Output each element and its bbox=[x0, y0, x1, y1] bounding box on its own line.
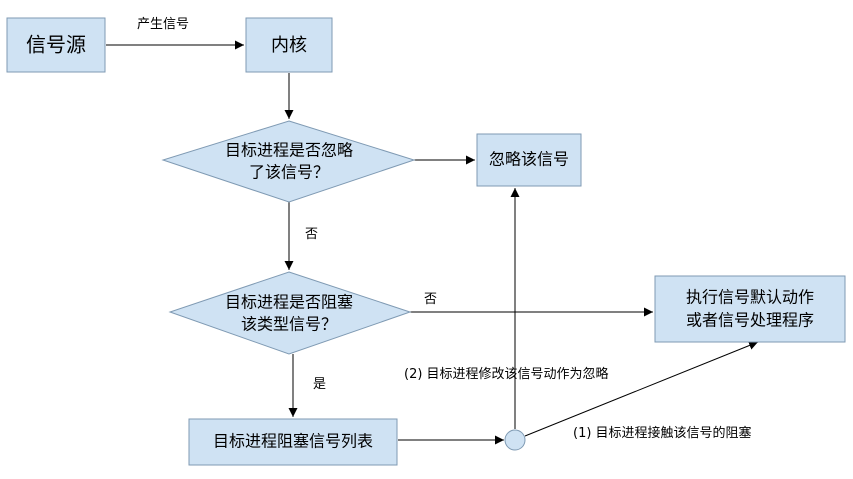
edges bbox=[106, 40, 759, 445]
decision-ignore: 目标进程是否忽略 了该信号？ bbox=[161, 120, 416, 203]
decision-block-line2: 该类型信号？ bbox=[241, 315, 337, 334]
edge-junction-to-default-action bbox=[524, 341, 759, 437]
edge-label-unblock: (1) 目标进程接触该信号的阻塞 bbox=[573, 425, 752, 441]
node-default-action-line1: 执行信号默认动作 bbox=[686, 288, 814, 307]
decision-ignore-line1: 目标进程是否忽略 bbox=[225, 141, 353, 160]
node-ignore-signal-label: 忽略该信号 bbox=[489, 150, 569, 169]
node-kernel-label: 内核 bbox=[271, 35, 307, 56]
decision-block-line1: 目标进程是否阻塞 bbox=[225, 293, 353, 312]
node-ignore-signal: 忽略该信号 bbox=[476, 133, 582, 187]
junction-node bbox=[504, 429, 526, 451]
node-blocked-list: 目标进程阻塞信号列表 bbox=[188, 418, 398, 466]
edge-label-yes: 是 bbox=[313, 377, 326, 392]
node-default-action-line2: 或者信号处理程序 bbox=[686, 311, 814, 330]
decision-block: 目标进程是否阻塞 该类型信号？ bbox=[168, 271, 412, 355]
edge-label-generate-signal: 产生信号 bbox=[137, 17, 189, 32]
node-blocked-list-label: 目标进程阻塞信号列表 bbox=[213, 432, 373, 451]
edge-label-no-2: 否 bbox=[424, 292, 437, 307]
node-default-action: 执行信号默认动作 或者信号处理程序 bbox=[654, 275, 846, 343]
edge-label-modify-to-ignore: (2) 目标进程修改该信号动作为忽略 bbox=[404, 366, 609, 382]
decision-ignore-line2: 了该信号？ bbox=[249, 163, 329, 182]
edge-label-no-1: 否 bbox=[305, 227, 318, 242]
node-signal-source-label: 信号源 bbox=[26, 33, 86, 57]
node-signal-source: 信号源 bbox=[6, 17, 106, 73]
node-kernel: 内核 bbox=[245, 17, 333, 73]
